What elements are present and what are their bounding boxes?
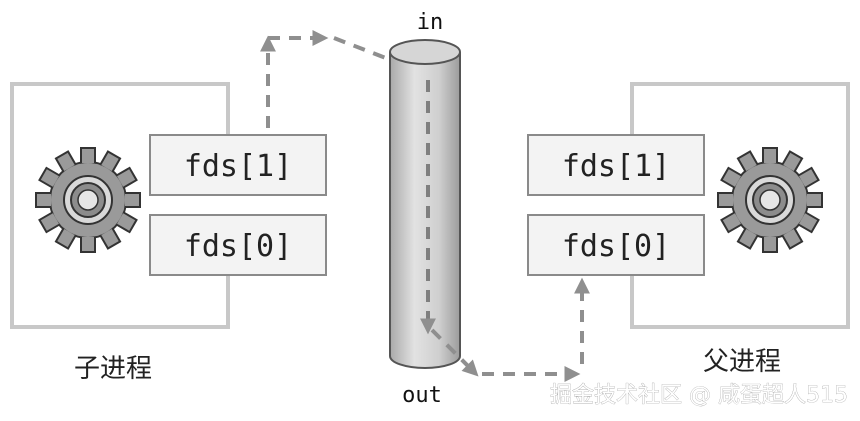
gear-icon: [717, 147, 823, 253]
pipe-out-label: out: [402, 383, 442, 408]
child-process-box: [10, 82, 230, 329]
child-fd-write-box: [149, 134, 327, 196]
pipe-cylinder: [389, 39, 461, 369]
child-fd-write-label: fds[1]: [184, 149, 292, 184]
watermark: 掘金技术社区 @ 咸蛋超人515: [550, 383, 848, 408]
parent-process-label: 父进程: [703, 347, 781, 377]
child-fd-read-box: [149, 214, 327, 276]
parent-fd-write-label: fds[1]: [562, 149, 670, 184]
child-fd-read-label: fds[0]: [184, 229, 292, 264]
parent-fd-write-box: [527, 134, 705, 196]
child-process-label: 子进程: [74, 354, 152, 384]
gear-icon: [35, 147, 141, 253]
parent-fd-read-box: [527, 214, 705, 276]
write-arrow: [260, 30, 428, 128]
read-arrow: [430, 277, 590, 382]
parent-fd-read-label: fds[0]: [562, 229, 670, 264]
parent-process-box: [630, 82, 850, 329]
pipe-in-label: in: [417, 10, 444, 35]
